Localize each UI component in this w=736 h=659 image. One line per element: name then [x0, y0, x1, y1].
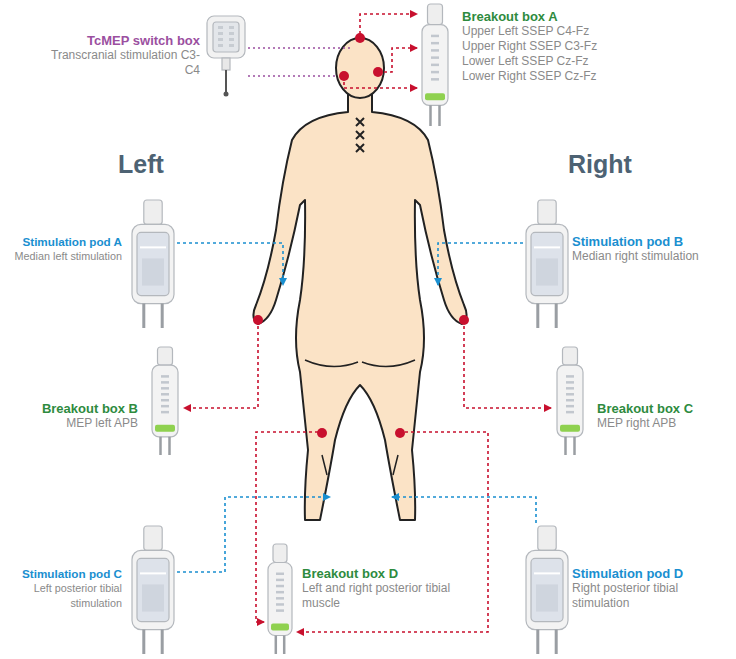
device-icon: [524, 524, 570, 656]
device-node: TcMEP switch boxTranscranial stimulation…: [205, 14, 247, 98]
device-title: Stimulation pod C: [0, 566, 122, 581]
device-label: Stimulation pod BMedian right stimulatio…: [572, 234, 699, 264]
device-title: Breakout box C: [597, 401, 693, 416]
device-description: MEP left APB: [42, 416, 138, 431]
device-node: Stimulation pod AMedian left stimulation: [130, 198, 176, 330]
device-title: Breakout box B: [42, 401, 138, 416]
device-label: Breakout box AUpper Left SSEP C4-FzUpper…: [462, 9, 597, 84]
purple-leaders: [248, 48, 352, 76]
device-description: MEP right APB: [597, 416, 693, 431]
device-node: Stimulation pod DRight posterior tibial …: [524, 524, 570, 656]
device-label: Breakout box BMEP left APB: [42, 401, 138, 431]
device-description: Left posterior tibial stimulation: [0, 581, 122, 611]
device-label: Breakout box CMEP right APB: [597, 401, 693, 431]
device-description: Transcranial stimulation C3-C4: [50, 48, 200, 78]
device-label: Stimulation pod CLeft posterior tibial s…: [0, 566, 122, 611]
device-node: Breakout box CMEP right APB: [555, 345, 585, 457]
device-description: Median right stimulation: [572, 249, 699, 264]
device-node: Breakout box DLeft and right posterior t…: [266, 542, 294, 656]
device-description: Upper Left SSEP C4-Fz: [462, 24, 597, 39]
body-silhouette: [253, 38, 466, 520]
device-icon: [524, 198, 570, 330]
device-title: Stimulation pod B: [572, 234, 699, 249]
device-icon: [130, 198, 176, 330]
device-icon: [420, 2, 450, 128]
device-description: Upper Right SSEP C3-Fz: [462, 39, 597, 54]
device-label: Breakout box DLeft and right posterior t…: [302, 566, 452, 611]
blue-leaders: [177, 243, 536, 572]
device-icon: [150, 345, 180, 457]
side-label: Left: [118, 150, 164, 179]
device-description: Right posterior tibial stimulation: [572, 581, 712, 611]
device-title: Breakout box D: [302, 566, 452, 581]
device-label: Stimulation pod AMedian left stimulation: [15, 234, 122, 264]
side-label: Right: [568, 150, 632, 179]
device-icon: [266, 542, 294, 656]
red-leaders: [184, 14, 551, 632]
device-title: Breakout box A: [462, 9, 597, 24]
device-description: Lower Left SSEP Cz-Fz: [462, 54, 597, 69]
device-node: Breakout box AUpper Left SSEP C4-FzUpper…: [420, 2, 450, 128]
device-icon: [555, 345, 585, 457]
device-node: Stimulation pod CLeft posterior tibial s…: [130, 524, 176, 656]
spine-marks: [356, 118, 364, 152]
device-node: Stimulation pod BMedian right stimulatio…: [524, 198, 570, 330]
device-title: TcMEP switch box: [50, 33, 200, 48]
electrode-dots: [253, 33, 469, 438]
device-description: Lower Right SSEP Cz-Fz: [462, 69, 597, 84]
device-label: TcMEP switch boxTranscranial stimulation…: [50, 33, 200, 78]
device-title: Stimulation pod D: [572, 566, 712, 581]
device-icon: [205, 14, 247, 98]
device-icon: [130, 524, 176, 656]
device-label: Stimulation pod DRight posterior tibial …: [572, 566, 712, 611]
device-title: Stimulation pod A: [15, 234, 122, 249]
device-node: Breakout box BMEP left APB: [150, 345, 180, 457]
device-description: Left and right posterior tibial muscle: [302, 581, 452, 611]
device-description: Median left stimulation: [15, 249, 122, 264]
